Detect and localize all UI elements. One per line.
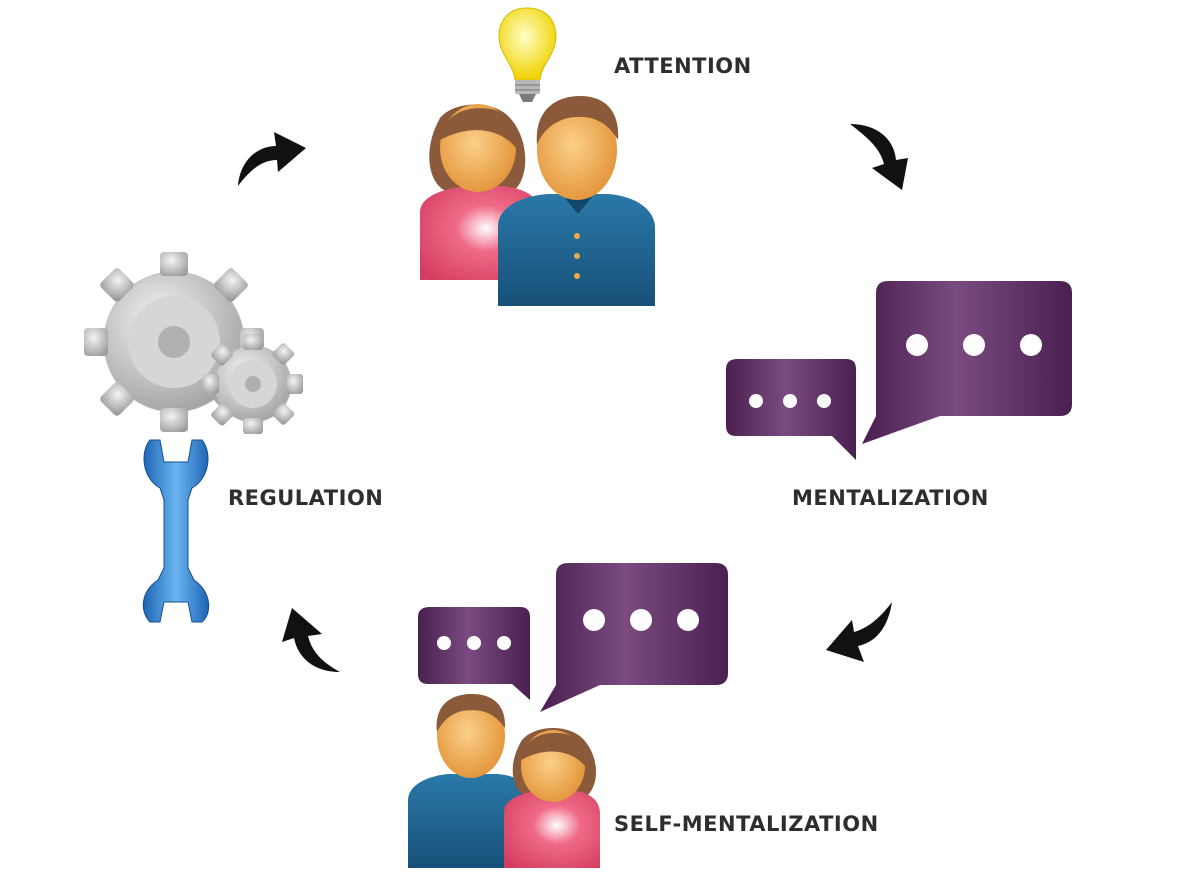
small-gear bbox=[203, 334, 303, 434]
light-bulb-icon bbox=[498, 7, 557, 102]
woman-icon bbox=[504, 728, 600, 868]
large-speech-bubble bbox=[540, 563, 728, 712]
wrench-icon bbox=[142, 439, 210, 623]
arrow-regulation-to-attention bbox=[238, 132, 306, 186]
arrow-self-mentalization-to-regulation bbox=[282, 608, 340, 672]
self-mentalization-icon bbox=[408, 563, 728, 868]
arrow-attention-to-mentalization bbox=[850, 124, 908, 190]
small-speech-bubble bbox=[418, 607, 530, 700]
small-speech-bubble bbox=[726, 359, 856, 460]
attention-label: ATTENTION bbox=[614, 54, 752, 78]
man-icon bbox=[498, 96, 655, 306]
arrow-mentalization-to-self-mentalization bbox=[826, 602, 892, 662]
large-speech-bubble bbox=[862, 281, 1072, 444]
attention-people-icon bbox=[420, 96, 655, 306]
gears-icon bbox=[84, 252, 303, 434]
mentalization-speech-bubbles-icon bbox=[726, 281, 1072, 460]
self-mentalization-label: SELF-MENTALIZATION bbox=[614, 812, 879, 836]
regulation-label: REGULATION bbox=[228, 486, 384, 510]
mentalization-label: MENTALIZATION bbox=[792, 486, 989, 510]
